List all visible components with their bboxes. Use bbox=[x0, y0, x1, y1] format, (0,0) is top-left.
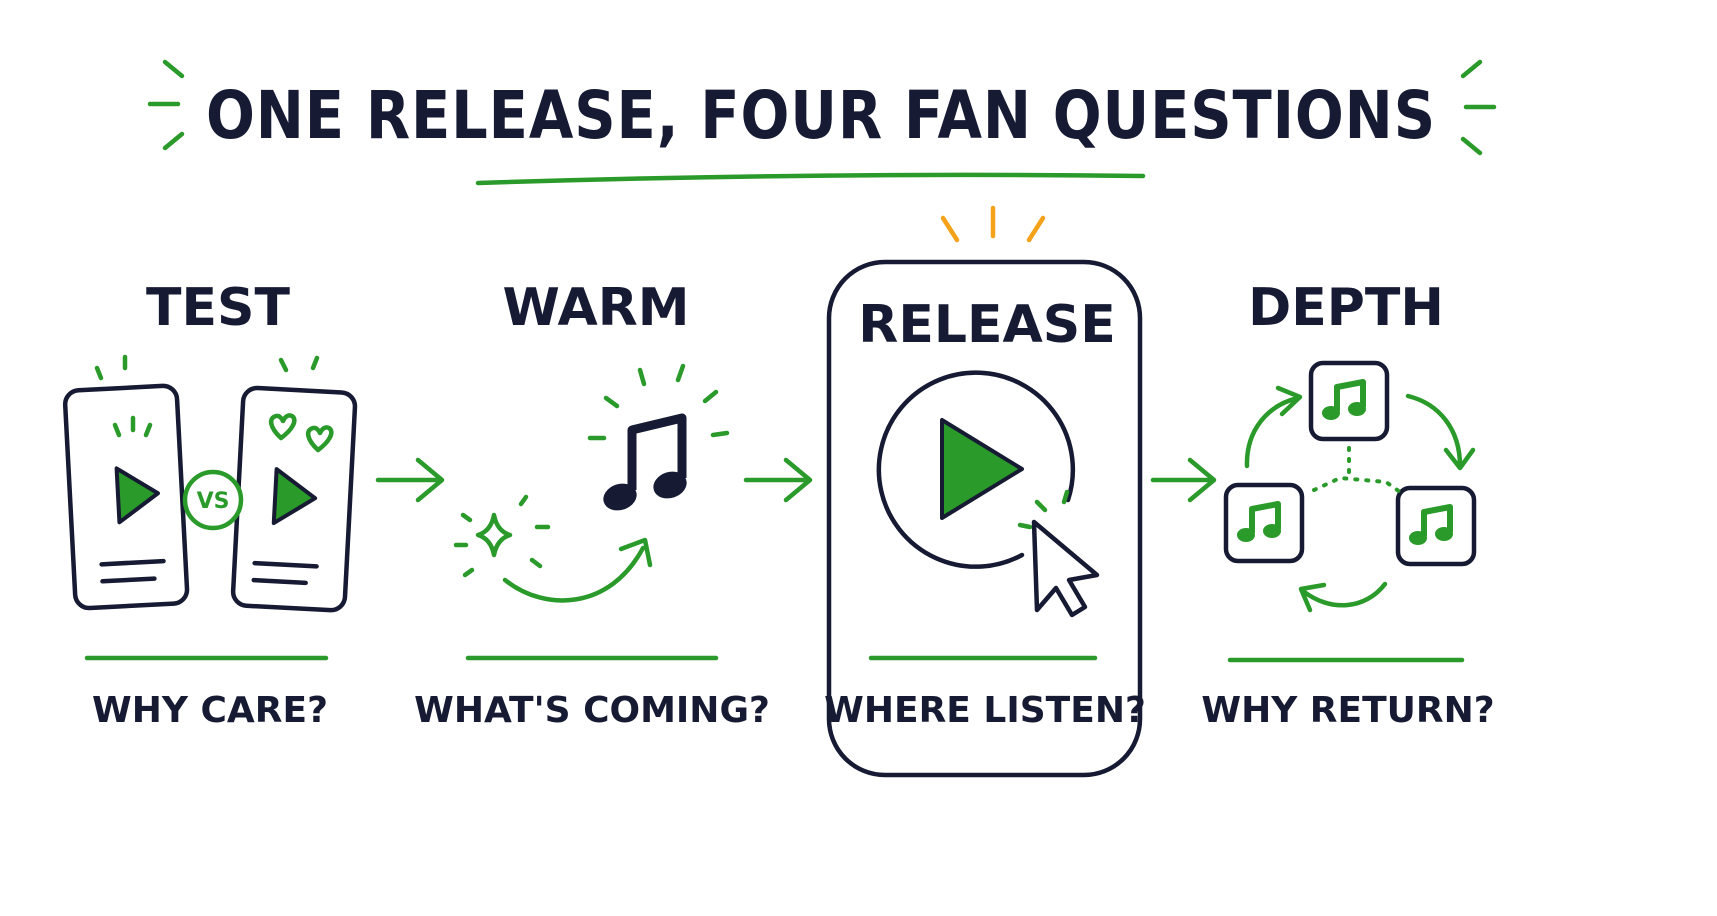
play-button-cursor-icon bbox=[876, 370, 1100, 618]
vs-badge bbox=[182, 469, 244, 531]
stage-warm: WARM WHAT'S COMING? bbox=[414, 278, 770, 731]
title-group: ONE RELEASE, FOUR FAN QUESTIONS bbox=[147, 59, 1497, 186]
stage-label-warm: WARM bbox=[502, 278, 689, 338]
stage-release: RELEASE WHERE LISTEN? bbox=[824, 205, 1146, 778]
stage-question-test: WHY CARE? bbox=[92, 690, 328, 731]
title-underline bbox=[475, 172, 1146, 186]
arrow-right-icon bbox=[375, 457, 445, 503]
music-notes-cycle-icon bbox=[1223, 360, 1477, 613]
page-title: ONE RELEASE, FOUR FAN QUESTIONS bbox=[206, 77, 1436, 154]
arrow-right-icon bbox=[1150, 457, 1217, 503]
music-note-sparkle-icon bbox=[453, 363, 730, 603]
stage-depth: DEPTH bbox=[1201, 278, 1494, 731]
stage-question-depth: WHY RETURN? bbox=[1201, 690, 1494, 731]
left-burst-icon bbox=[147, 59, 185, 151]
arrow-right-icon bbox=[743, 457, 813, 503]
stage-label-release: RELEASE bbox=[858, 295, 1115, 355]
stage-test: TEST bbox=[62, 278, 358, 731]
two-phones-compare-icon: VS bbox=[62, 354, 358, 613]
right-burst-icon bbox=[1460, 59, 1497, 156]
stage-label-depth: DEPTH bbox=[1248, 278, 1444, 338]
stage-question-warm: WHAT'S COMING? bbox=[414, 690, 770, 731]
stage-label-test: TEST bbox=[146, 278, 290, 338]
highlight-burst-icon bbox=[940, 205, 1046, 243]
release-highlight-frame bbox=[826, 259, 1143, 778]
vs-badge-label: VS bbox=[197, 489, 230, 514]
stage-question-release: WHERE LISTEN? bbox=[824, 690, 1146, 731]
